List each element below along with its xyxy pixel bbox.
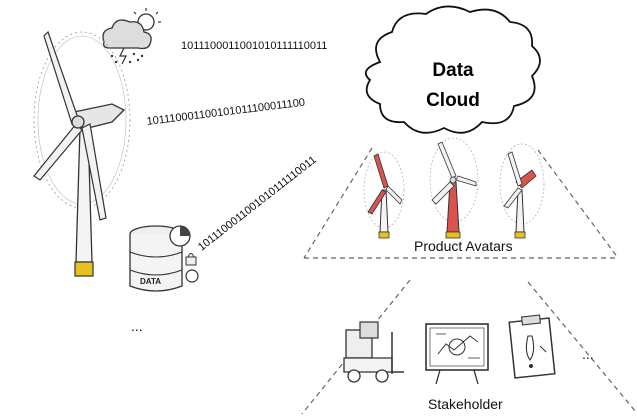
dashboard-screen-icon — [425, 323, 489, 385]
product-avatars-triangle — [303, 147, 619, 259]
stakeholder-label: Stakeholder — [428, 396, 503, 412]
avatar-turbine-1 — [363, 151, 405, 239]
product-avatars-label: Product Avatars — [414, 238, 513, 254]
data-cloud-shape — [364, 5, 541, 134]
cloud-title-line2: Cloud — [426, 90, 480, 111]
more-sources-ellipsis: ... — [131, 318, 143, 334]
database-label: DATA — [140, 277, 162, 286]
more-stakeholders-ellipsis: ... — [582, 346, 594, 362]
cloud-title-line1: Data — [432, 60, 474, 81]
avatar-turbine-2 — [429, 137, 479, 239]
binary-stream-top: 1011100011001010111110011 — [181, 40, 328, 52]
stakeholder-triangle — [301, 279, 637, 415]
clipboard-icon — [508, 314, 556, 379]
wind-turbine-icon — [33, 30, 131, 277]
database-icon — [129, 225, 199, 292]
forklift-icon — [343, 321, 404, 383]
avatar-turbine-3 — [499, 143, 545, 239]
weather-storm-icon — [102, 8, 161, 65]
